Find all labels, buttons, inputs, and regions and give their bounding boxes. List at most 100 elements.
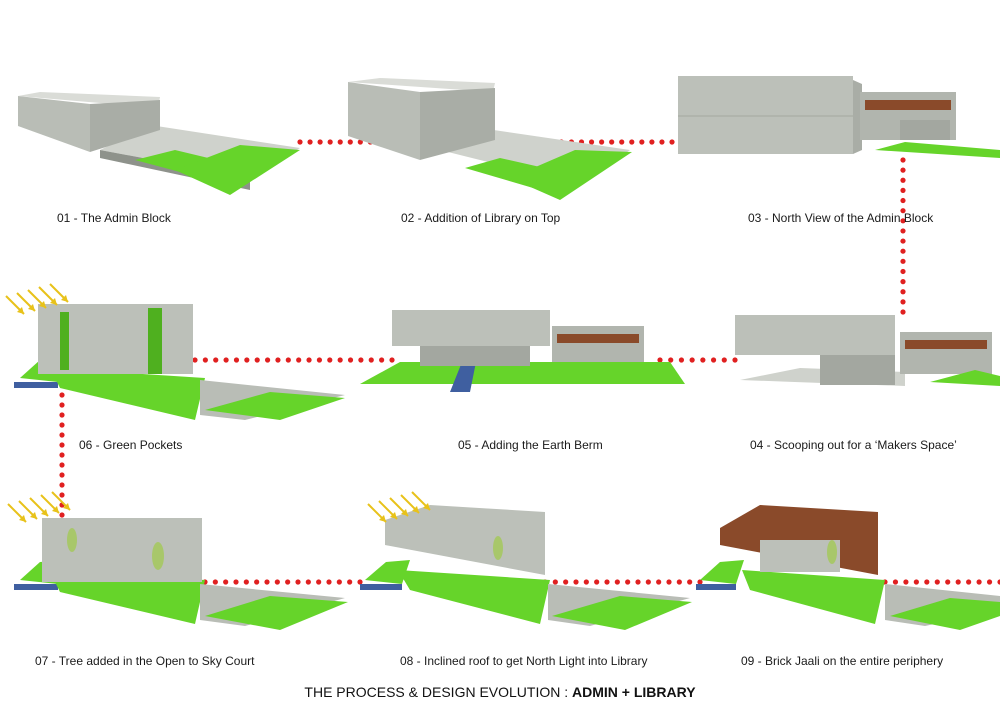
connector-dot: [924, 579, 930, 585]
connector-dot: [649, 139, 655, 145]
connector-dot: [337, 357, 343, 363]
connector-dot: [254, 579, 260, 585]
connector-dot: [669, 139, 675, 145]
connector-dot: [347, 139, 353, 145]
connector-dot: [997, 579, 1000, 585]
connector-dot: [609, 139, 615, 145]
connector-dot: [588, 139, 595, 145]
connector-dot: [913, 579, 919, 585]
connector-dot: [327, 139, 333, 145]
sun-rays-06: [5, 283, 69, 315]
connector-dot: [305, 579, 311, 585]
connector-dot: [700, 357, 706, 363]
connector-dot: [668, 357, 674, 363]
sun-ray-arrowhead: [52, 506, 59, 513]
connector-dot: [986, 579, 993, 585]
connector-dot: [347, 357, 354, 363]
connector-dot: [358, 357, 364, 363]
connector-dot: [264, 579, 270, 585]
connector-dot: [306, 357, 312, 363]
sun-ray-arrowhead: [412, 506, 419, 513]
connector-dot: [379, 357, 385, 363]
connector-dot: [347, 579, 353, 585]
sun-ray-arrowhead: [63, 503, 70, 510]
sun-ray-arrowhead: [28, 304, 35, 311]
connector-dot: [563, 579, 569, 585]
diagram-title-prefix: THE PROCESS & DESIGN EVOLUTION :: [304, 684, 573, 700]
connector-dot: [732, 357, 738, 363]
sun-ray-arrowhead: [30, 512, 37, 519]
connector-dot: [336, 579, 342, 585]
connector-dot: [59, 412, 65, 418]
connector-dot: [243, 579, 249, 585]
connector-dot: [594, 579, 600, 585]
connector-dot: [976, 579, 982, 585]
diagram-title: THE PROCESS & DESIGN EVOLUTION : ADMIN +…: [0, 684, 1000, 700]
connector-dot: [297, 139, 303, 145]
connector-dot: [202, 357, 208, 363]
connector-dot: [285, 357, 291, 363]
sun-ray-arrowhead: [50, 298, 57, 305]
connector-dot: [59, 452, 65, 458]
model-07-tree-court: [14, 518, 348, 630]
connector-dot: [678, 357, 685, 363]
connector-dot: [285, 579, 291, 585]
connector-dot: [697, 579, 703, 585]
connector-dot: [900, 268, 906, 275]
sun-ray-arrowhead: [61, 295, 68, 302]
model-01-admin-block: [18, 92, 300, 195]
connector-dot: [666, 579, 672, 585]
connector-dot: [900, 238, 906, 244]
connector-dot: [59, 482, 65, 488]
connector-dot: [635, 579, 641, 585]
connector-dot: [583, 579, 589, 585]
connector-dot: [721, 357, 727, 363]
caption-step-01: 01 - The Admin Block: [57, 211, 171, 225]
connector-dot: [233, 357, 240, 363]
connector-dot: [900, 309, 906, 315]
connector-dot: [573, 579, 579, 585]
connector-dot: [900, 177, 906, 183]
connector-dot: [689, 357, 695, 363]
caption-step-03: 03 - North View of the Admin Block: [748, 211, 934, 225]
connector-dot: [59, 422, 65, 428]
connector-dot: [676, 579, 682, 585]
connector-dot: [552, 579, 558, 585]
connector-dot: [625, 579, 631, 585]
sun-ray-arrowhead: [39, 301, 46, 308]
connector-dot: [212, 579, 218, 585]
connector-dot: [274, 579, 280, 585]
sun-ray-arrowhead: [19, 515, 26, 522]
sun-ray-arrowhead: [401, 509, 408, 516]
connector-dot: [59, 442, 65, 448]
connector-dot: [900, 258, 906, 264]
caption-step-02: 02 - Addition of Library on Top: [401, 211, 561, 225]
connector-dot: [357, 579, 363, 585]
model-03-north-view: [678, 76, 1000, 158]
connector-dot: [233, 579, 239, 585]
sun-ray-arrowhead: [379, 515, 386, 522]
connector-dot: [327, 357, 333, 363]
sun-rays-08: [367, 491, 431, 523]
sun-ray-arrowhead: [17, 307, 24, 314]
sun-ray-arrowhead: [390, 512, 397, 519]
connector-dot: [629, 139, 635, 145]
connector-dot: [59, 472, 65, 478]
connector-dot: [945, 579, 951, 585]
connector-dot: [900, 279, 906, 285]
connector-dot: [604, 579, 610, 585]
caption-step-04: 04 - Scooping out for a ‘Makers Space’: [750, 438, 957, 452]
connector-dot: [326, 579, 332, 585]
connector-dot: [59, 402, 65, 408]
connector-dot: [903, 579, 909, 585]
connector-dot: [368, 357, 374, 363]
connector-dot: [892, 579, 899, 585]
connector-dot: [59, 432, 65, 438]
connector-dot: [317, 139, 323, 145]
connector-dot: [599, 139, 605, 145]
connector-dot: [244, 357, 250, 363]
connector-dot: [254, 357, 260, 363]
connector-dot: [659, 139, 665, 145]
